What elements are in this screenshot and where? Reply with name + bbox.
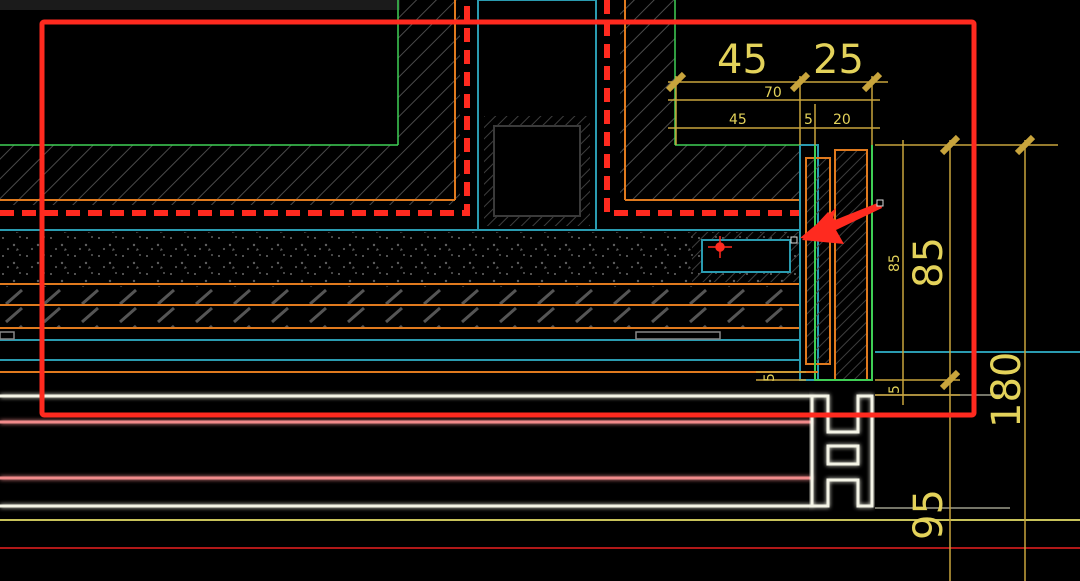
dimension-ticks	[665, 71, 1036, 391]
red-highlight-box	[39, 19, 977, 418]
orange-wall-edges	[0, 0, 800, 201]
dimension-texts: 45 25 70 45 5 20 85 85 180 95 5 5	[717, 37, 1030, 540]
dimension-lines	[668, 76, 1058, 581]
dim-top-25: 25	[813, 37, 864, 83]
white-rails	[0, 394, 812, 508]
dim-top-45: 45	[717, 37, 768, 83]
dim-95: 95	[906, 489, 952, 540]
dim-5-bottom-right: 5	[887, 385, 903, 394]
red-dashed-lines	[0, 0, 800, 216]
dim-70: 70	[764, 85, 782, 101]
steel-tube-section	[477, 0, 597, 231]
crosshair-cursor	[708, 236, 732, 258]
concrete-band	[0, 232, 800, 284]
dim-85-large: 85	[906, 237, 952, 288]
dim-45-small: 45	[729, 112, 747, 128]
dim-85-small: 85	[887, 254, 903, 272]
dim-20-small: 20	[833, 112, 851, 128]
dim-5-bottom-left: 5	[762, 373, 778, 382]
cyan-section-lines	[0, 229, 1080, 361]
dim-5-small: 5	[804, 112, 813, 128]
inner-box-section	[692, 232, 800, 282]
red-arrow-pointer	[790, 199, 884, 244]
h-profile	[810, 394, 874, 508]
upper-wall-left	[0, 0, 460, 205]
frame-profile	[799, 144, 873, 381]
orange-layer-lines	[0, 283, 800, 373]
dim-180: 180	[984, 352, 1030, 428]
